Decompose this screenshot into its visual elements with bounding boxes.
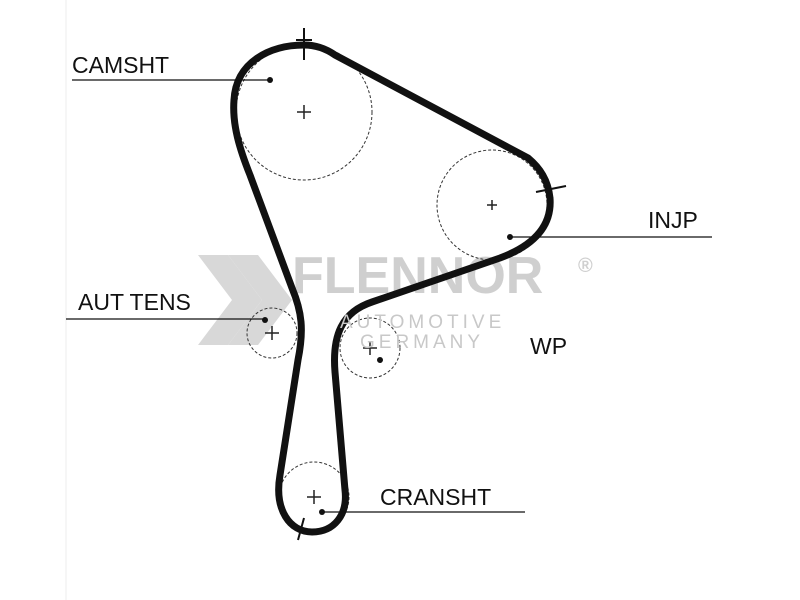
leader-lines <box>66 79 712 513</box>
water-pump-label: WP <box>530 333 567 359</box>
auto-tensioner-label: AUT TENS <box>78 289 191 315</box>
tensioner-pulley <box>246 307 298 359</box>
timing-belt <box>230 41 554 536</box>
center-marks <box>265 105 497 504</box>
injection-pump-label: INJP <box>648 207 698 233</box>
crankshaft-pulley <box>278 461 350 533</box>
watermark-chevron-icon <box>198 255 262 345</box>
watermark-registered: ® <box>578 255 593 277</box>
watermark-chevron-icon <box>228 255 292 345</box>
watermark-line1: AUTOMOTIVE <box>340 312 505 333</box>
watermark-line2: GERMANY <box>360 332 484 353</box>
crankshaft-label: CRANSHT <box>380 484 491 510</box>
timing-tick-marks <box>296 28 567 541</box>
camshaft-label: CAMSHT <box>72 52 169 78</box>
water-pump-pulley <box>339 317 401 379</box>
camshaft-pulley <box>235 43 373 181</box>
